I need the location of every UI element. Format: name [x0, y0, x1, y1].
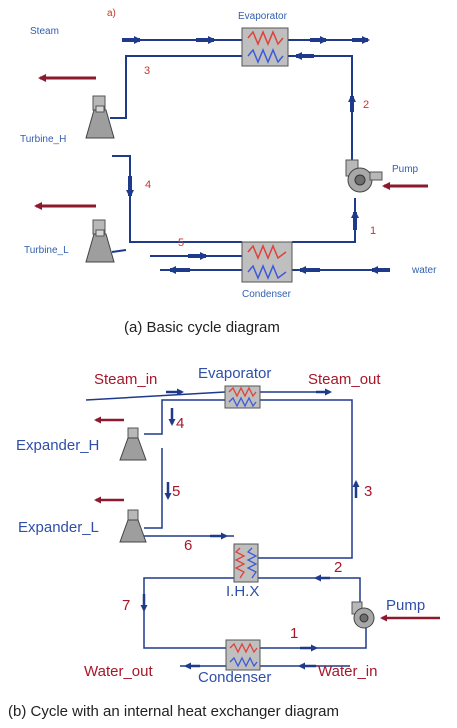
line-state-2	[258, 577, 361, 610]
line-state-1	[292, 198, 356, 243]
panel-tag: a)	[107, 8, 116, 19]
cycle-lines	[110, 55, 356, 253]
water-label: water	[412, 265, 437, 276]
ihx-state-2-label: 2	[334, 559, 343, 576]
water-out-label: Water_out	[84, 663, 153, 680]
expander-l-icon	[119, 509, 147, 543]
line-state-4-5	[112, 155, 242, 243]
evaporator-label: Evaporator	[238, 11, 287, 22]
internal-heat-exchanger	[233, 543, 259, 583]
ihx-state-6-label: 6	[184, 537, 193, 554]
caption-b: (b) Cycle with an internal heat exchange…	[8, 703, 340, 720]
ihx-evaporator-label: Evaporator	[198, 365, 272, 382]
ihx-work-arrows	[94, 416, 440, 622]
ihx-cycle-schematic	[85, 385, 440, 671]
pump-label: Pump	[392, 164, 419, 175]
ihx-state-5-label: 5	[172, 483, 181, 500]
line-state-4	[144, 399, 225, 435]
line-state-7	[143, 577, 236, 649]
ihx-pump-label: Pump	[386, 597, 426, 614]
state-2-label: 2	[363, 99, 370, 111]
expander-h-label: Expander_H	[16, 437, 100, 454]
ihx-state-4-label: 4	[176, 415, 185, 432]
turbine-h-label: Turbine_H	[20, 134, 67, 145]
basic-cycle-diagram: a) Steam Evaporator 3 2 Turbine_H 4 Pump…	[0, 0, 457, 340]
ihx-pump-icon	[351, 601, 375, 629]
steam-label: Steam	[30, 26, 59, 37]
state-1-label: 1	[370, 225, 377, 237]
ihx-state-3-label: 3	[364, 483, 373, 500]
line-state-3	[110, 55, 242, 119]
state-4-label: 4	[145, 179, 152, 191]
work-arrows	[34, 74, 428, 210]
steam-in-label: Steam_in	[94, 371, 158, 388]
ihx-label: I.H.X	[226, 583, 260, 600]
line-steam-in	[85, 391, 226, 401]
line-state-3	[258, 399, 353, 559]
turbine-h-icon	[85, 95, 115, 139]
expander-h-icon	[119, 427, 147, 461]
turbine-l-label: Turbine_L	[24, 245, 69, 256]
state-5-label: 5	[178, 237, 185, 249]
steam-out-label: Steam_out	[308, 371, 381, 388]
basic-cycle-schematic	[34, 27, 428, 283]
caption-a: (a) Basic cycle diagram	[124, 319, 280, 336]
evaporator-heat-exchanger	[241, 27, 289, 67]
condenser-label: Condenser	[242, 289, 291, 300]
ihx-evaporator-heat-exchanger	[224, 385, 261, 409]
line-state-1	[260, 628, 367, 649]
ihx-cycle-diagram: Steam_in Evaporator Steam_out 4 Expander…	[0, 348, 457, 728]
ihx-condenser-heat-exchanger	[225, 639, 261, 671]
ihx-condenser-label: Condenser	[198, 669, 272, 686]
state-3-label: 3	[144, 65, 151, 77]
water-in-label: Water_in	[318, 663, 378, 680]
ihx-state-7-label: 7	[122, 597, 131, 614]
line-state-5	[144, 448, 163, 529]
condenser-heat-exchanger	[241, 241, 293, 283]
line-state-2	[288, 55, 353, 160]
turbine-l-icon	[85, 219, 115, 263]
ihx-flow-arrows	[140, 388, 360, 670]
flow-arrows	[122, 36, 390, 274]
ihx-state-1-label: 1	[290, 625, 299, 642]
line-turbine-l-outlet	[111, 249, 127, 253]
expander-l-label: Expander_L	[18, 519, 99, 536]
pump-icon	[345, 159, 383, 193]
